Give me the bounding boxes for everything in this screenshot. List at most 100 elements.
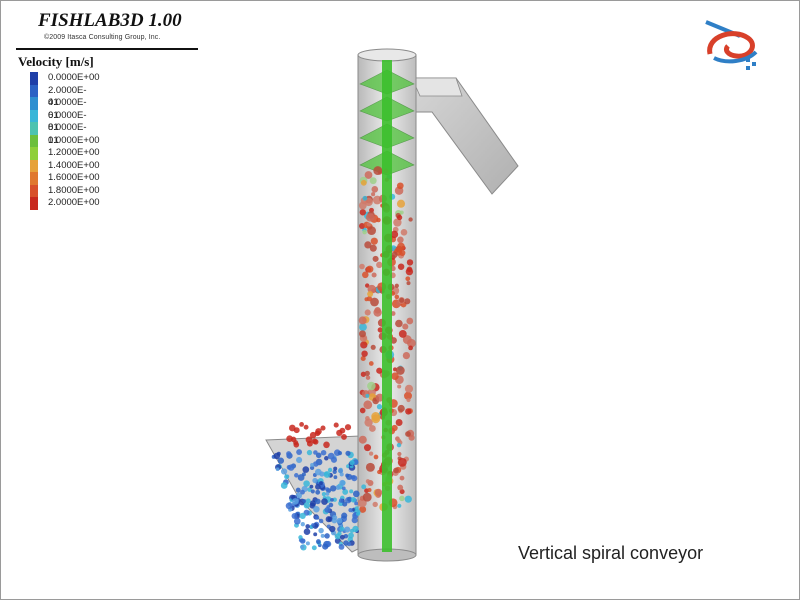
particle	[325, 516, 332, 523]
particle	[364, 370, 370, 377]
particle	[397, 404, 405, 413]
particle	[359, 263, 365, 270]
particle	[408, 345, 413, 351]
particle	[367, 291, 374, 297]
particle	[358, 435, 367, 444]
particle	[310, 462, 315, 468]
legend-swatch	[30, 172, 38, 185]
legend-entry: 2.0000E-01	[18, 84, 94, 108]
particle	[315, 539, 321, 545]
particle	[371, 272, 377, 278]
particle	[395, 319, 403, 328]
particle	[376, 367, 383, 374]
particle	[361, 350, 368, 357]
particle	[344, 424, 352, 431]
particle	[369, 244, 377, 252]
particle	[360, 179, 367, 186]
particle	[359, 209, 366, 216]
particle	[358, 201, 367, 210]
particle	[280, 468, 288, 475]
particle	[407, 338, 416, 348]
particle	[404, 495, 412, 503]
particle	[405, 408, 412, 415]
particle	[315, 452, 322, 459]
particle	[344, 526, 351, 533]
legend-label: 8.0000E-01	[48, 122, 87, 146]
particle	[297, 474, 305, 481]
particle	[391, 251, 398, 258]
particle	[394, 283, 399, 288]
particle	[367, 381, 376, 391]
particle	[366, 222, 371, 227]
spiral-shaft	[382, 60, 392, 552]
particle	[371, 185, 379, 193]
particle	[306, 449, 313, 456]
particle	[373, 166, 383, 176]
particle	[397, 484, 404, 491]
legend-entry: 8.0000E-01	[18, 122, 94, 146]
particle	[399, 249, 406, 256]
legend-swatch	[30, 84, 38, 97]
particle	[365, 375, 371, 380]
particle	[287, 464, 295, 471]
particle	[393, 218, 402, 227]
particle	[408, 217, 413, 222]
particle	[363, 400, 373, 410]
legend-label: 0.0000E+00	[48, 72, 100, 83]
particle	[367, 226, 376, 235]
particle	[397, 384, 402, 389]
particle	[277, 457, 285, 464]
particle	[339, 534, 345, 540]
particle	[363, 444, 372, 452]
particle	[341, 512, 348, 519]
particle	[319, 481, 323, 486]
particle	[371, 192, 376, 197]
legend-entry: 1.2000E+00	[18, 147, 100, 160]
particle	[395, 419, 403, 426]
particle	[314, 430, 321, 437]
legend-entry: 4.0000E-01	[18, 97, 94, 121]
particle	[397, 503, 402, 508]
legend-entry: 6.0000E-01	[18, 109, 94, 133]
particle	[299, 538, 306, 544]
particle	[406, 259, 414, 266]
particle	[300, 489, 305, 495]
particle	[369, 425, 376, 432]
particle	[402, 323, 409, 330]
particle	[296, 449, 303, 456]
particle	[351, 517, 358, 524]
particle	[396, 199, 406, 208]
particle	[303, 528, 311, 535]
particle	[360, 371, 367, 377]
particle	[342, 501, 348, 507]
legend-label: 2.0000E-01	[48, 84, 87, 109]
particle	[333, 466, 338, 471]
particle	[300, 522, 305, 527]
particle	[295, 492, 302, 499]
particle	[364, 171, 373, 179]
particle	[397, 236, 404, 244]
particle	[329, 525, 336, 533]
particle	[404, 384, 414, 393]
particle	[362, 492, 372, 502]
particle	[343, 540, 349, 546]
particle	[373, 454, 379, 460]
particle	[368, 451, 374, 456]
particle	[294, 473, 299, 478]
particle	[330, 485, 337, 492]
particle	[324, 456, 329, 461]
particle	[299, 544, 305, 550]
particle	[351, 475, 358, 482]
particle	[364, 241, 372, 249]
legend-label: 2.0000E+00	[48, 197, 100, 208]
legend-swatch	[30, 109, 38, 122]
particle	[359, 323, 367, 331]
particle	[358, 316, 367, 325]
particle	[336, 517, 343, 524]
particle	[355, 511, 361, 516]
caption: Vertical spiral conveyor	[518, 543, 704, 563]
legend-entry: 0.0000E+00	[18, 72, 100, 85]
legend-title: Velocity [m/s]	[18, 54, 94, 69]
particle	[334, 537, 341, 544]
particle	[399, 475, 405, 481]
